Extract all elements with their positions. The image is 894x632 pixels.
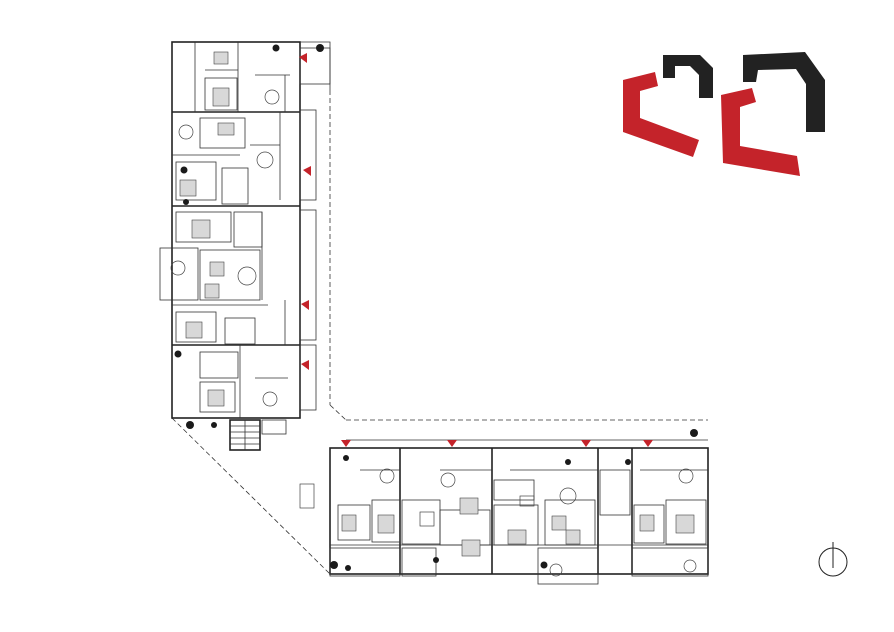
horizontal-wing — [329, 439, 709, 585]
entry-marker — [301, 300, 309, 310]
entry-marker — [299, 53, 307, 63]
furniture — [170, 51, 697, 577]
entry-markers — [299, 53, 653, 447]
diagonal-site-edges — [171, 90, 708, 575]
plants — [174, 44, 698, 571]
entry-marker — [341, 440, 351, 447]
entry-marker — [643, 440, 653, 447]
logo-mark — [623, 52, 825, 176]
entry-marker — [301, 360, 309, 370]
entry-marker — [581, 440, 591, 447]
vertical-wing — [159, 41, 331, 451]
entry-marker — [447, 440, 457, 447]
north-arrow-icon — [818, 542, 848, 577]
entry-marker — [303, 166, 311, 176]
